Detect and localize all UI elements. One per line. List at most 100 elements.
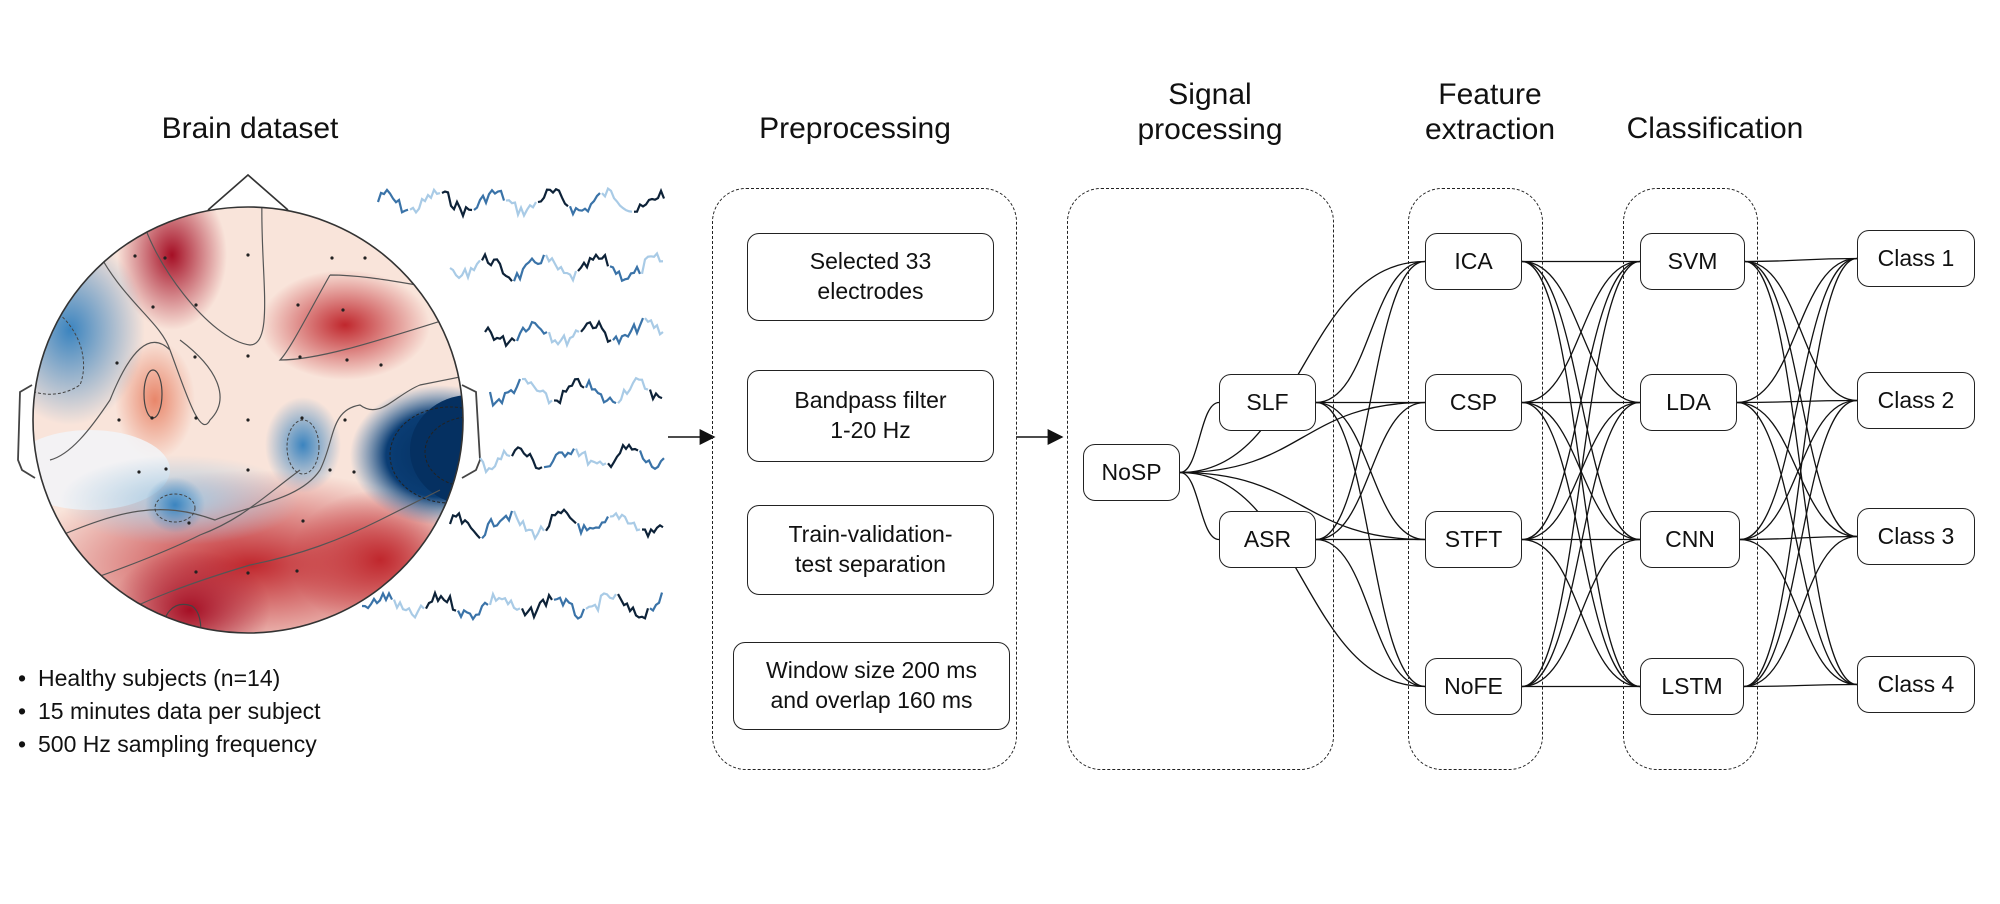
connector-line bbox=[1739, 399, 1858, 541]
title-signal-processing: Signal processing bbox=[1137, 78, 1283, 146]
node-cnn[interactable]: CNN bbox=[1640, 511, 1740, 568]
eeg-signal-trace bbox=[580, 319, 612, 344]
eeg-signal-trace bbox=[574, 448, 607, 468]
eeg-signal-trace bbox=[515, 320, 548, 342]
connector-line bbox=[1739, 257, 1858, 541]
eeg-signal-trace bbox=[520, 592, 553, 621]
node-class-3[interactable]: Class 3 bbox=[1857, 508, 1975, 565]
eeg-signal-trace bbox=[547, 329, 580, 349]
connector-line bbox=[1744, 260, 1858, 538]
preprocessing-step[interactable]: Selected 33 electrodes bbox=[747, 233, 994, 321]
connector-line bbox=[1179, 471, 1220, 541]
connector-line bbox=[1521, 260, 1641, 404]
node-stft[interactable]: STFT bbox=[1425, 511, 1522, 568]
title-feature-extraction: Feature extraction bbox=[1424, 78, 1556, 146]
eeg-signal-trace bbox=[644, 317, 664, 337]
connector-line bbox=[1743, 683, 1858, 688]
connector-line bbox=[1521, 538, 1641, 688]
connector-line bbox=[1179, 471, 1426, 688]
node-csp[interactable]: CSP bbox=[1425, 374, 1522, 431]
eeg-signal-trace bbox=[641, 524, 664, 540]
node-nofe[interactable]: NoFE bbox=[1425, 658, 1522, 715]
eeg-signal-trace bbox=[553, 377, 585, 405]
eeg-signal-trace bbox=[545, 254, 578, 283]
eeg-signal-trace bbox=[609, 511, 641, 532]
title-brain-dataset: Brain dataset bbox=[161, 112, 339, 145]
eeg-signal-trace bbox=[481, 251, 513, 282]
node-ica[interactable]: ICA bbox=[1425, 233, 1522, 290]
eeg-signal-trace bbox=[568, 192, 601, 217]
eeg-signal-trace bbox=[473, 188, 506, 211]
eeg-signal-trace bbox=[545, 508, 577, 532]
eeg-signal-trace bbox=[607, 442, 639, 469]
dataset-fact-text: 15 minutes data per subject bbox=[38, 698, 321, 724]
connector-line bbox=[1521, 260, 1641, 688]
eeg-signal-trace bbox=[488, 378, 522, 408]
eeg-signal-trace bbox=[448, 511, 481, 540]
eeg-signal-trace bbox=[505, 199, 537, 219]
head-outline bbox=[32, 206, 464, 634]
eeg-signal-trace bbox=[648, 389, 663, 402]
node-lstm[interactable]: LSTM bbox=[1640, 658, 1744, 715]
connector-line bbox=[1739, 538, 1858, 686]
node-nosp[interactable]: NoSP bbox=[1083, 444, 1180, 501]
eeg-signal-trace bbox=[543, 448, 575, 469]
eeg-signal-trace bbox=[640, 251, 664, 275]
eeg-signal-trace bbox=[511, 446, 543, 470]
connector-line bbox=[1744, 260, 1858, 402]
connector-line bbox=[1743, 535, 1858, 688]
node-svm[interactable]: SVM bbox=[1640, 233, 1745, 290]
connector-line bbox=[1315, 401, 1426, 541]
eeg-signal-trace bbox=[649, 592, 664, 613]
node-class-4[interactable]: Class 4 bbox=[1857, 656, 1975, 713]
connector-line bbox=[1744, 257, 1858, 263]
preprocessing-step[interactable]: Window size 200 ms and overlap 160 ms bbox=[733, 642, 1010, 730]
dataset-fact: 500 Hz sampling frequency bbox=[18, 728, 321, 761]
eeg-signal-trace bbox=[612, 317, 645, 346]
eeg-signal-trace bbox=[576, 516, 609, 537]
title-classification: Classification bbox=[1626, 112, 1804, 145]
node-lda[interactable]: LDA bbox=[1640, 374, 1737, 431]
eeg-signal-trace bbox=[481, 510, 514, 540]
classification-group bbox=[1623, 188, 1758, 770]
connector-line bbox=[1179, 401, 1220, 474]
connector-line bbox=[1179, 401, 1426, 474]
eeg-signal-trace bbox=[512, 254, 546, 283]
eeg-signal-trace bbox=[577, 252, 610, 272]
right-ear-icon bbox=[461, 384, 481, 479]
connector-line bbox=[1743, 257, 1858, 688]
node-asr[interactable]: ASR bbox=[1219, 511, 1316, 568]
connector-line bbox=[1736, 401, 1858, 686]
eeg-waveform-icon bbox=[361, 186, 666, 622]
connector-line bbox=[1179, 260, 1426, 474]
eeg-signal-trace bbox=[584, 377, 617, 405]
dataset-facts-list: Healthy subjects (n=14) 15 minutes data … bbox=[18, 662, 321, 761]
eeg-signal-trace bbox=[409, 187, 441, 215]
node-class-2[interactable]: Class 2 bbox=[1857, 372, 1975, 429]
feature-extraction-group bbox=[1408, 188, 1543, 770]
eeg-signal-trace bbox=[479, 448, 511, 475]
eeg-signal-trace bbox=[553, 596, 586, 620]
connector-lines bbox=[1179, 257, 1858, 688]
left-ear-icon bbox=[17, 384, 36, 479]
eeg-signal-trace bbox=[638, 450, 665, 471]
connector-line bbox=[1743, 399, 1858, 688]
eeg-signal-trace bbox=[441, 190, 473, 219]
eeg-signal-trace bbox=[376, 188, 409, 214]
dataset-fact: Healthy subjects (n=14) bbox=[18, 662, 321, 695]
eeg-signal-trace bbox=[449, 259, 481, 281]
preprocessing-step[interactable]: Bandpass filter 1-20 Hz bbox=[747, 370, 994, 462]
preprocessing-step[interactable]: Train-validation- test separation bbox=[747, 505, 994, 595]
eeg-signal-trace bbox=[484, 325, 516, 349]
dataset-fact: 15 minutes data per subject bbox=[18, 695, 321, 728]
connector-line bbox=[1315, 260, 1426, 404]
dataset-fact-text: Healthy subjects (n=14) bbox=[38, 665, 281, 691]
eeg-signal-trace bbox=[488, 590, 521, 611]
connector-line bbox=[1315, 401, 1426, 688]
node-class-1[interactable]: Class 1 bbox=[1857, 230, 1975, 287]
eeg-signal-trace bbox=[392, 599, 425, 620]
node-slf[interactable]: SLF bbox=[1219, 374, 1316, 431]
connector-line bbox=[1736, 401, 1858, 538]
connector-line bbox=[1315, 538, 1426, 688]
